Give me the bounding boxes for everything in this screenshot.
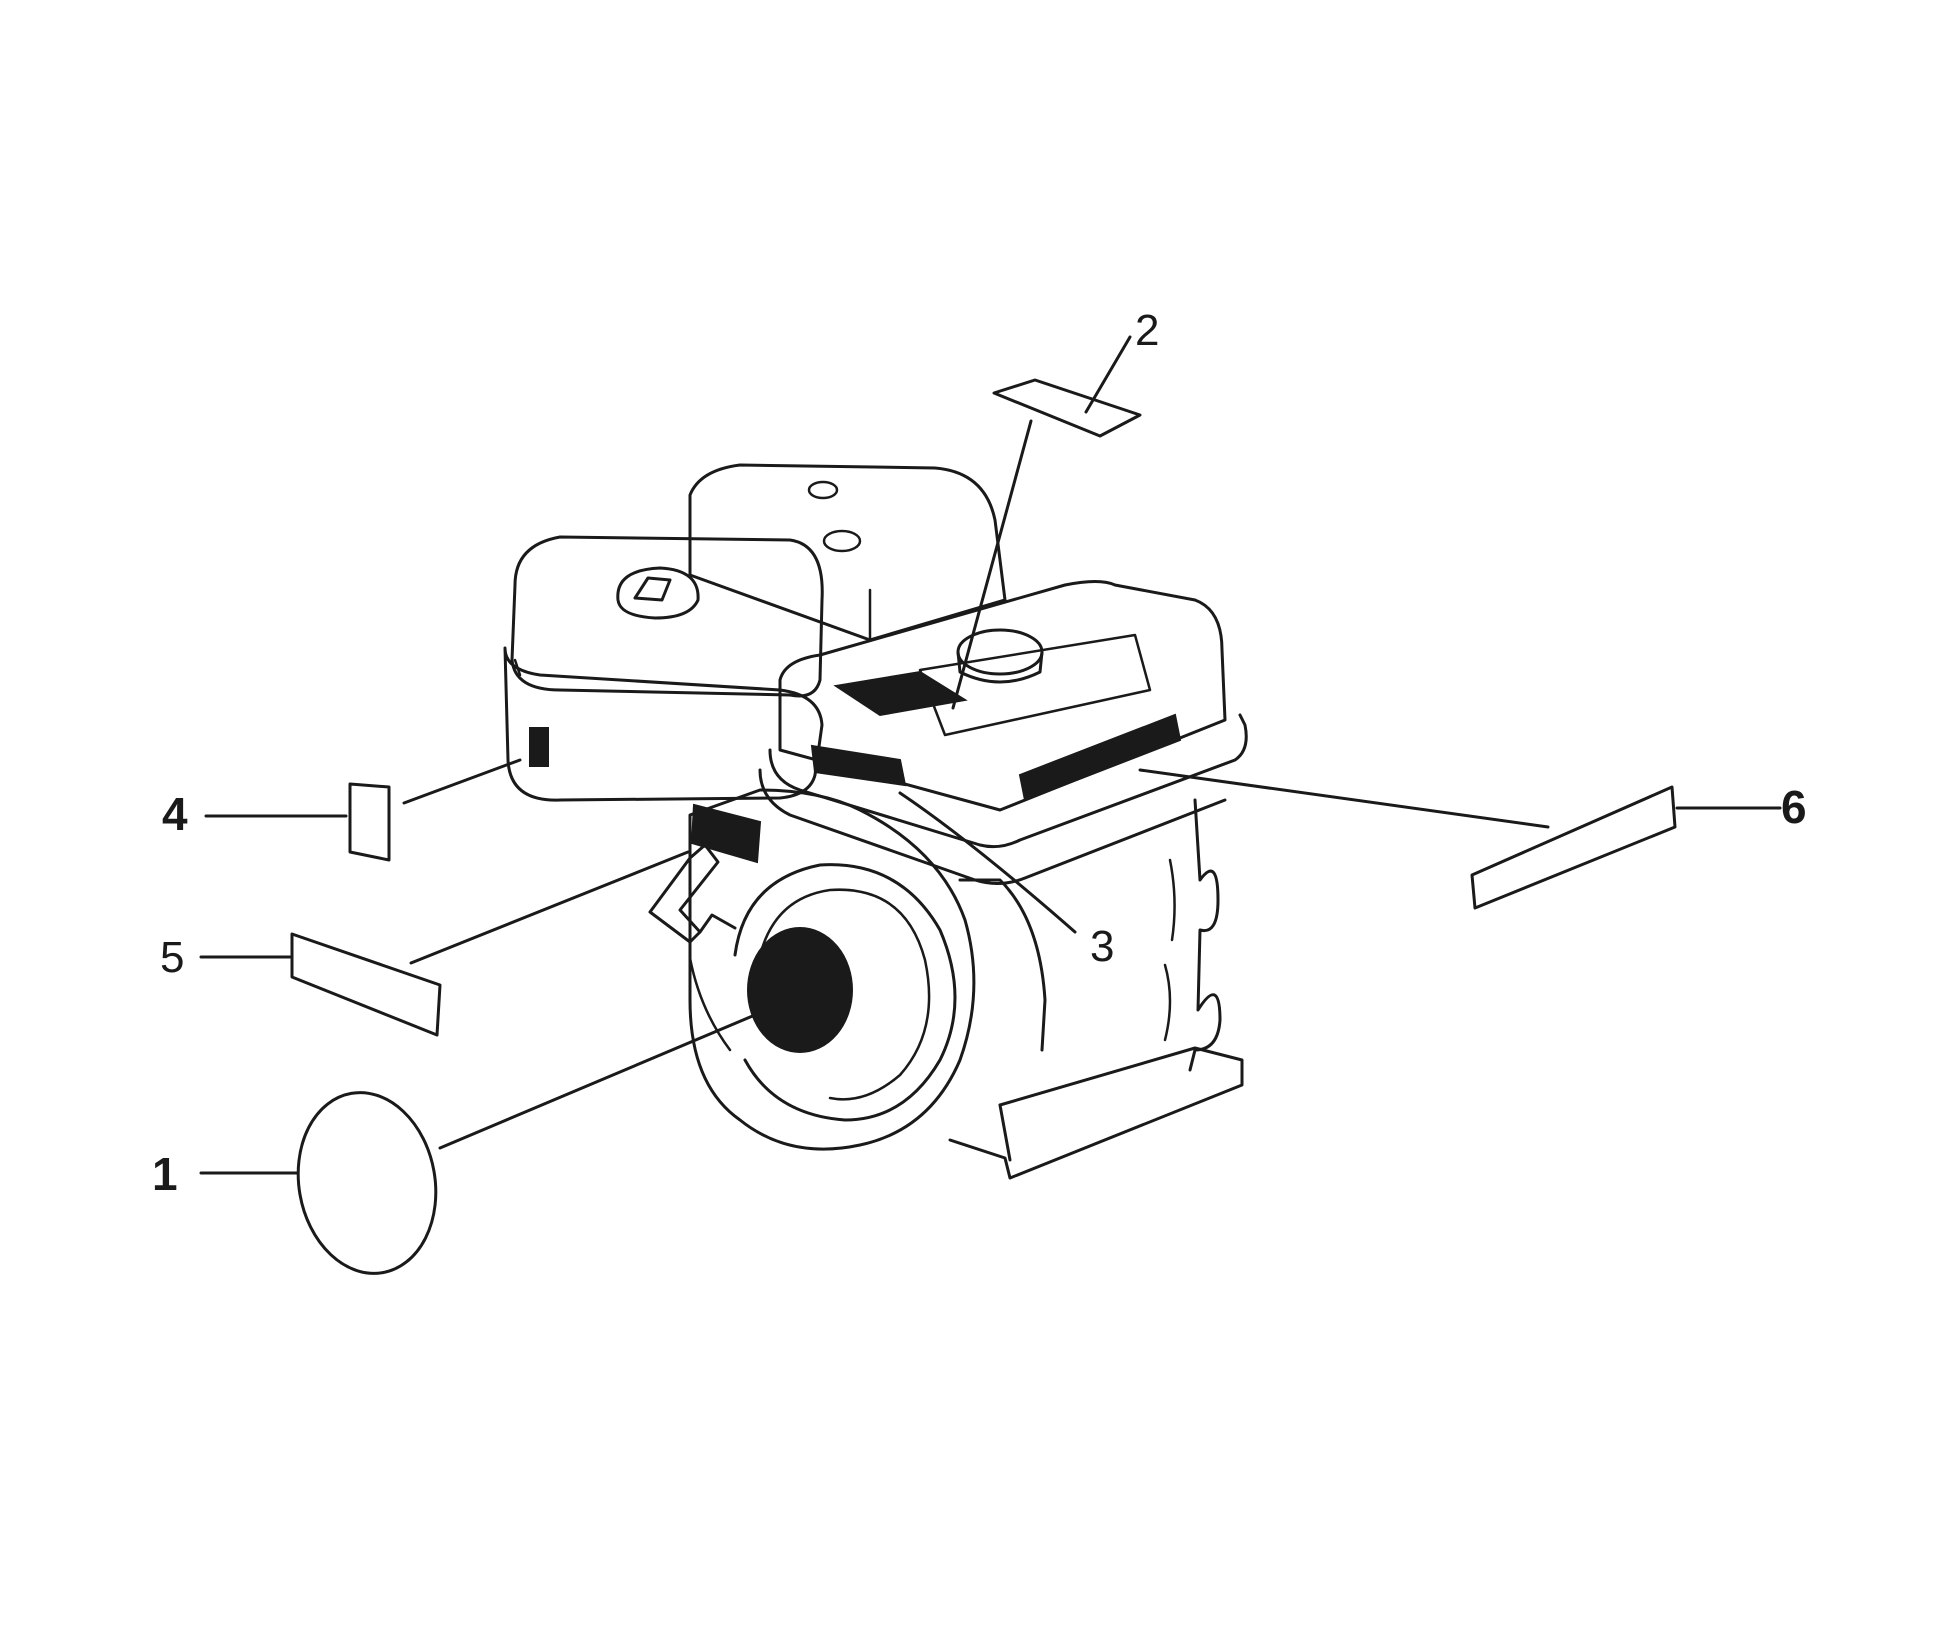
side-cover-decal-mark (810, 744, 907, 787)
leader-2 (1084, 335, 1132, 414)
fuel-tank (503, 535, 824, 802)
leader-3 (898, 791, 1077, 934)
base-plate (948, 1046, 1244, 1180)
leader-2-to-engine (951, 419, 1033, 710)
leader-lines (199, 335, 1782, 1175)
callout-3: 3 (1090, 922, 1114, 971)
rear-cover (688, 463, 1007, 642)
decal-6 (1470, 785, 1677, 910)
starter-cup (747, 927, 853, 1053)
callout-6: 6 (1781, 781, 1807, 833)
decal-4 (348, 782, 391, 862)
callout-1: 1 (152, 1148, 178, 1200)
starter-decal-mark (690, 803, 762, 864)
air-cleaner (758, 580, 1248, 885)
callout-labels: 1 2 3 4 5 6 (152, 306, 1807, 1200)
callout-4: 4 (162, 788, 188, 840)
top-cover-decal-mark (833, 670, 968, 717)
long-cover-decal-mark (1018, 713, 1182, 802)
leader-6-to-engine (1138, 768, 1550, 829)
decal-5 (290, 932, 442, 1037)
callout-5: 5 (160, 933, 184, 982)
callout-2: 2 (1135, 306, 1159, 355)
fuel-tank-decal-mark (529, 727, 549, 767)
decal-1 (296, 1091, 438, 1275)
crankcase (958, 798, 1222, 1072)
leader-1-to-engine (438, 1010, 764, 1150)
leader-5-to-engine (409, 850, 690, 965)
decals (290, 378, 1677, 1275)
decal-2 (992, 378, 1142, 438)
engine (503, 463, 1248, 1180)
leader-4-to-engine (402, 758, 522, 805)
recoil-starter (648, 788, 976, 1151)
